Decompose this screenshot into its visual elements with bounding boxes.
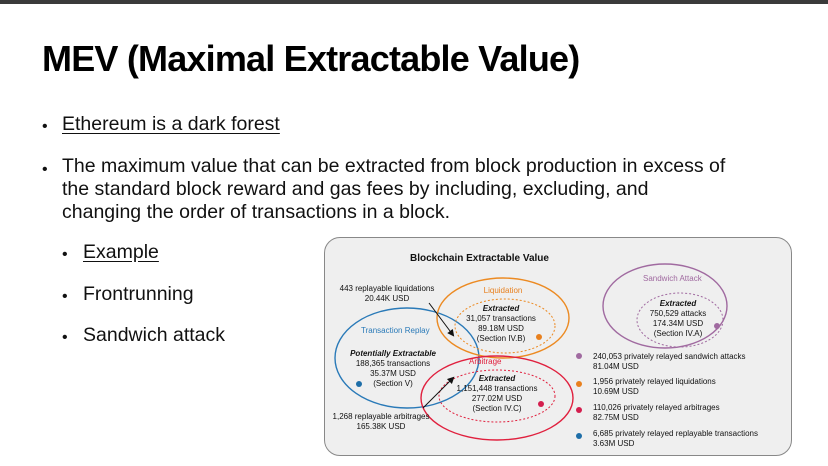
- legend-sandwich-value: 81.04M USD: [593, 362, 639, 371]
- arbitrage-transactions: 1,151,448 transactions: [457, 384, 538, 393]
- blockchain-extractable-value-figure: Blockchain Extractable Value Sandwich At…: [324, 237, 792, 456]
- liquidation-value: 89.18M USD: [478, 324, 524, 333]
- legend-liquidations-dot: [576, 381, 582, 387]
- transaction-replay-ellipse: [334, 307, 480, 409]
- arbitrage-extracted-heading: Extracted: [479, 374, 517, 383]
- legend-liquidations-text: 1,956 privately relayed liquidations: [593, 377, 716, 386]
- liquidation-section: (Section IV.B): [477, 334, 526, 343]
- definition-line-3: changing the order of transactions in a …: [62, 201, 451, 223]
- replayable-liquidations-callout: 443 replayable liquidations: [340, 284, 435, 293]
- legend-arbitrages-value: 82.75M USD: [593, 413, 639, 422]
- bullet-dark-forest-link[interactable]: Ethereum is a dark forest: [62, 113, 280, 136]
- sandwich-attacks-count: 750,529 attacks: [650, 309, 706, 318]
- arbitrage-ellipse: [420, 355, 574, 441]
- arbitrage-private-dot: [538, 401, 544, 407]
- liquidation-extracted-heading: Extracted: [483, 304, 521, 313]
- sandwich-section: (Section IV.A): [654, 329, 703, 338]
- sandwich-extracted-ellipse: [636, 292, 724, 348]
- sandwich-attack-label: Sandwich Attack: [643, 274, 703, 283]
- arbitrage-extracted-ellipse: [438, 369, 556, 423]
- liquidation-ellipse: [436, 277, 570, 359]
- replayable-arbitrages-callout: 1,268 replayable arbitrages: [333, 412, 430, 421]
- arbitrage-section: (Section IV.C): [472, 404, 521, 413]
- definition-line-1: The maximum value that can be extracted …: [62, 155, 726, 177]
- figure-title: Blockchain Extractable Value: [410, 253, 549, 264]
- definition-line-2: the standard block reward and gas fees b…: [62, 178, 649, 200]
- replay-section: (Section V): [373, 379, 413, 388]
- legend-replay-dot: [576, 433, 582, 439]
- dark-forest-link-text[interactable]: Ethereum is a dark forest: [62, 113, 280, 135]
- arbitrages-arrow: [422, 376, 455, 409]
- legend-replay-text: 6,685 privately relayed replayable trans…: [593, 429, 758, 438]
- replayable-liquidations-value: 20.44K USD: [365, 294, 410, 303]
- transaction-replay-label: Transaction Replay: [361, 326, 430, 335]
- sub-bullet-frontrunning: Frontrunning: [83, 283, 194, 305]
- legend-replay-value: 3.63M USD: [593, 439, 635, 448]
- arbitrage-value: 277.02M USD: [472, 394, 522, 403]
- liquidation-label: Liquidation: [484, 286, 523, 295]
- bullet-dot: •: [42, 118, 48, 135]
- legend-sandwich-text: 240,053 privately relayed sandwich attac…: [593, 352, 746, 361]
- legend-liquidations-value: 10.69M USD: [593, 387, 639, 396]
- replay-value: 35.37M USD: [370, 369, 416, 378]
- liquidation-extracted-ellipse: [454, 298, 556, 354]
- sub-bullet-dot: •: [62, 329, 68, 346]
- sub-bullet-sandwich-attack: Sandwich attack: [83, 324, 225, 346]
- bullet-mev-definition: The maximum value that can be extracted …: [62, 155, 802, 224]
- replay-private-dot: [356, 381, 362, 387]
- legend-sandwich-dot: [576, 353, 582, 359]
- example-link-text[interactable]: Example: [83, 241, 159, 263]
- figure-diagram: Blockchain Extractable Value Sandwich At…: [333, 253, 758, 448]
- slide-title: MEV (Maximal Extractable Value): [42, 38, 580, 79]
- sandwich-attack-ellipse: [602, 263, 728, 349]
- bullet-dot: •: [42, 161, 48, 178]
- legend: 240,053 privately relayed sandwich attac…: [576, 352, 758, 448]
- replayable-arbitrages-value: 165.38K USD: [357, 422, 406, 431]
- replay-transactions: 188,365 transactions: [356, 359, 430, 368]
- sandwich-private-dot: [714, 323, 720, 329]
- liquidation-private-dot: [536, 334, 542, 340]
- sandwich-extracted-heading: Extracted: [660, 299, 698, 308]
- sub-bullet-example-link[interactable]: Example: [83, 241, 159, 264]
- arbitrage-label: Arbitrage: [469, 357, 502, 366]
- sub-bullet-dot: •: [62, 288, 68, 305]
- replay-potentially-extractable: Potentially Extractable: [350, 349, 436, 358]
- top-border: [0, 0, 828, 4]
- liquidations-arrow: [428, 302, 455, 337]
- legend-arbitrages-dot: [576, 407, 582, 413]
- sub-bullet-dot: •: [62, 246, 68, 263]
- sandwich-value: 174.34M USD: [653, 319, 703, 328]
- legend-arbitrages-text: 110,026 privately relayed arbitrages: [593, 403, 720, 412]
- liquidation-transactions: 31,057 transactions: [466, 314, 536, 323]
